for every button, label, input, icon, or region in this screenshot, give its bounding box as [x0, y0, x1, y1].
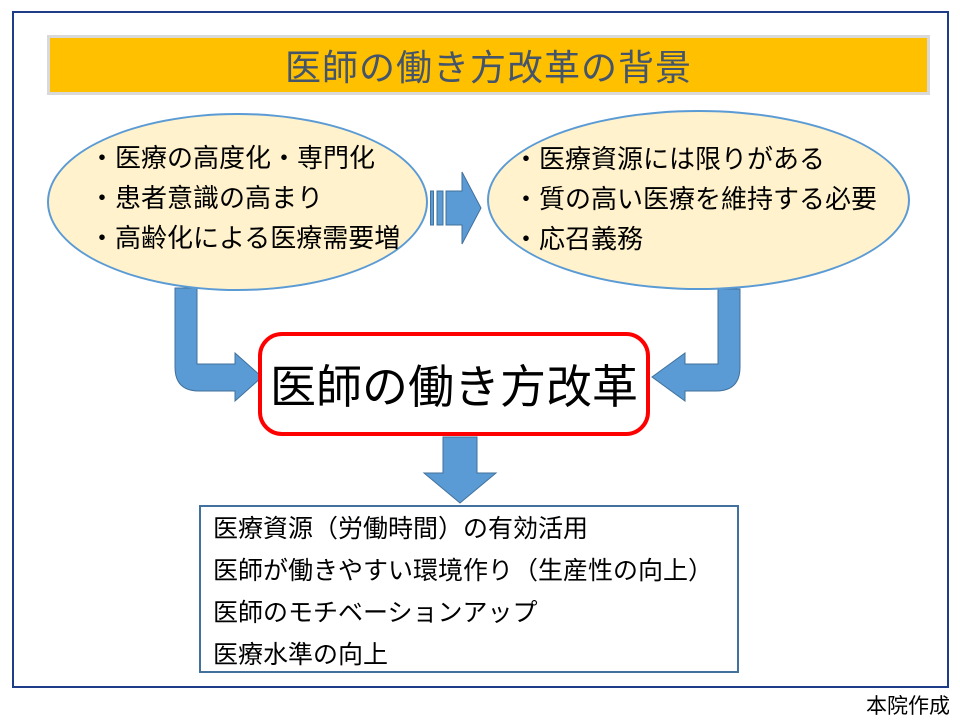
result-line: 医療資源（労働時間）の有効活用 [213, 515, 589, 543]
reform-box: 医師の働き方改革 [258, 332, 650, 436]
bullet-item: ・高齢化による医療需要増 [89, 223, 401, 253]
result-line: 医師が働きやすい環境作り（生産性の向上） [213, 557, 714, 585]
cause-ellipse-right: ・医療資源には限りがある ・質の高い医療を維持する必要 ・応召義務 [487, 110, 910, 290]
bullet-item: ・医療の高度化・専門化 [89, 143, 376, 173]
bullet-item: ・患者意識の高まり [89, 183, 324, 213]
bullet-item: ・医療資源には限りがある [513, 144, 826, 174]
bullet-item: ・質の高い医療を維持する必要 [513, 184, 878, 214]
cause-ellipse-left: ・医療の高度化・専門化 ・患者意識の高まり ・高齢化による医療需要増 [47, 113, 428, 291]
result-box: 医療資源（労働時間）の有効活用 医師が働きやすい環境作り（生産性の向上） 医師の… [199, 505, 739, 673]
credit-label: 本院作成 [866, 695, 950, 718]
cause-list-left: ・医療の高度化・専門化 ・患者意識の高まり ・高齢化による医療需要増 [89, 138, 400, 258]
slide-frame-border [12, 11, 949, 688]
result-line: 医療水準の向上 [213, 641, 389, 669]
bullet-item: ・応召義務 [513, 224, 644, 254]
result-line: 医師のモチベーションアップ [213, 599, 538, 627]
title-bar: 医師の働き方改革の背景 [47, 35, 930, 95]
reform-box-label: 医師の働き方改革 [270, 361, 638, 413]
slide-title: 医師の働き方改革の背景 [284, 47, 692, 88]
cause-list-right: ・医療資源には限りがある ・質の高い医療を維持する必要 ・応召義務 [513, 139, 877, 259]
